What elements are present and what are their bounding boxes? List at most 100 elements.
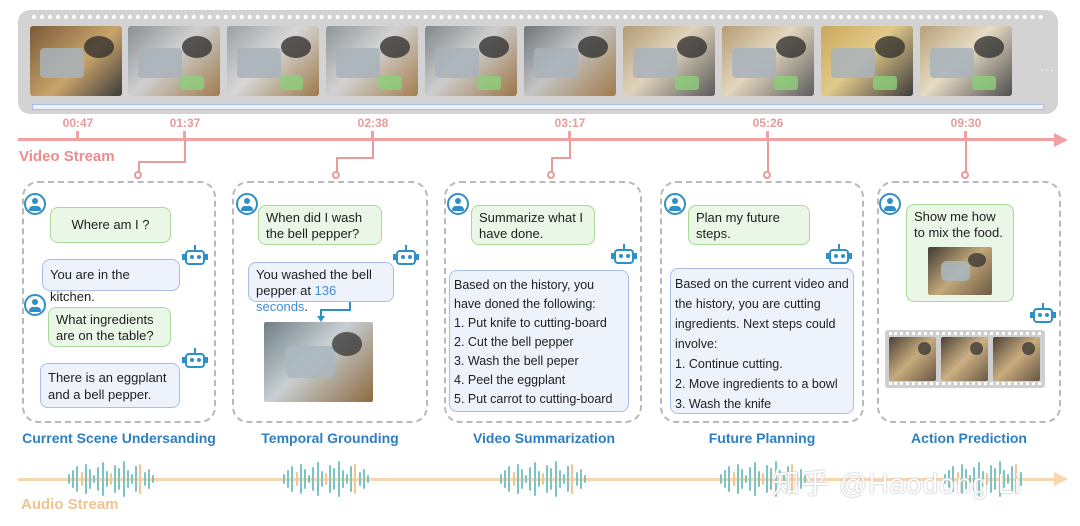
waveform-bar [320,471,323,487]
connector-dot [763,171,771,179]
waveform-bar [131,474,133,484]
waveform-bar [778,470,781,488]
waveform-bar [799,469,802,489]
waveform-bar [960,464,963,494]
waveform-bar [341,470,344,488]
waveform-bar [741,469,743,489]
panel-title: Action Prediction [911,430,1027,446]
predicted-frame-image [941,337,988,381]
waveform-bar [291,466,294,492]
waveform-bar [521,469,523,489]
waveform-bar [308,475,311,483]
waveform-bar [994,468,997,490]
connector-line [184,141,186,162]
waveform-bar [563,474,565,484]
waveform-bar [965,469,967,489]
waveform-bar [299,464,302,494]
grounded-frame-image [264,322,373,402]
video-frame [722,26,814,96]
waveform-bar [354,464,357,494]
waveform-bar [97,467,100,491]
waveform-bar [736,464,739,494]
waveform-bar [358,472,361,486]
user-icon [879,193,901,215]
watermark: 知乎 @Haodong Li [772,468,1022,499]
user-icon [24,193,46,215]
user-icon [236,193,258,215]
waveform-bar [575,472,578,486]
panel-title: Current Scene Undersanding [22,430,216,446]
user-bubble: What ingredients are on the table? [48,307,171,347]
waveform-bar [72,470,75,488]
waveform-bar [804,475,806,483]
summary-item: 2. Cut the bell pepper [454,335,574,349]
waveform-bar [1007,474,1009,484]
waveform-bar [512,472,515,486]
waveform-bar [143,472,146,486]
user-icon [447,193,469,215]
panel-title: Temporal Grounding [261,430,399,446]
waveform-bar [346,474,348,484]
waveform-bar [986,473,988,485]
waveform-bar [295,472,298,486]
connector-line [372,141,374,158]
waveform-bar [766,465,769,493]
waveform-bar [84,464,87,494]
summary-item: 1. Put knife to cutting-board [454,316,607,330]
waveform-bar [554,461,557,497]
waveform-bar [542,473,544,485]
waveform-bar [1011,466,1014,492]
waveform-bar [325,473,327,485]
robot-icon [182,348,208,370]
robot-icon [1030,303,1056,325]
time-tick [766,131,769,140]
waveform-bar [516,464,519,494]
waveform-bar [508,466,511,492]
connector-line [965,141,967,173]
waveform-bar [956,472,959,486]
waveform-bar [550,468,553,490]
pointer-line [349,302,351,310]
waveform-bar [118,468,121,490]
waveform-bar [287,470,290,488]
waveform-bar [89,469,91,489]
waveform-bar [105,471,108,487]
predicted-frame-image [889,337,936,381]
audio-stream-label: Audio Stream [21,496,119,513]
waveform-bar [122,461,125,497]
time-tick [568,131,571,140]
timestamp-label: 09:30 [950,116,982,130]
time-tick [76,131,79,140]
waveform-bar [948,470,951,488]
waveform-bar [529,467,532,491]
waveform-bar [720,474,722,484]
bot-text: . [304,299,309,314]
waveform-bar [952,466,955,492]
waveform-bar [791,464,794,494]
connector-dot [332,171,340,179]
waveform-bar [787,466,790,492]
timestamp-label: 02:38 [357,116,389,130]
connector-line [551,157,571,159]
pointer-line [320,309,322,317]
waveform-bar [68,474,70,484]
waveform-bar [135,466,138,492]
waveform-bar [126,470,129,488]
robot-icon [393,245,419,267]
waveform-bar [329,465,332,493]
waveform-bar [567,466,570,492]
waveform-bar [728,466,731,492]
video-frame [821,26,913,96]
connector-dot [134,171,142,179]
waveform-bar [101,462,104,496]
summary-item: 3. Wash the bell peper [454,354,579,368]
waveform-bar [558,470,561,488]
waveform-bar [1015,464,1018,494]
plan-intro: Based on the current video and the histo… [675,277,849,351]
user-icon [664,193,686,215]
time-tick [183,131,186,140]
waveform-bar [537,471,540,487]
connector-line [767,141,769,173]
waveform-bar [152,475,154,483]
waveform-bar [80,472,83,486]
